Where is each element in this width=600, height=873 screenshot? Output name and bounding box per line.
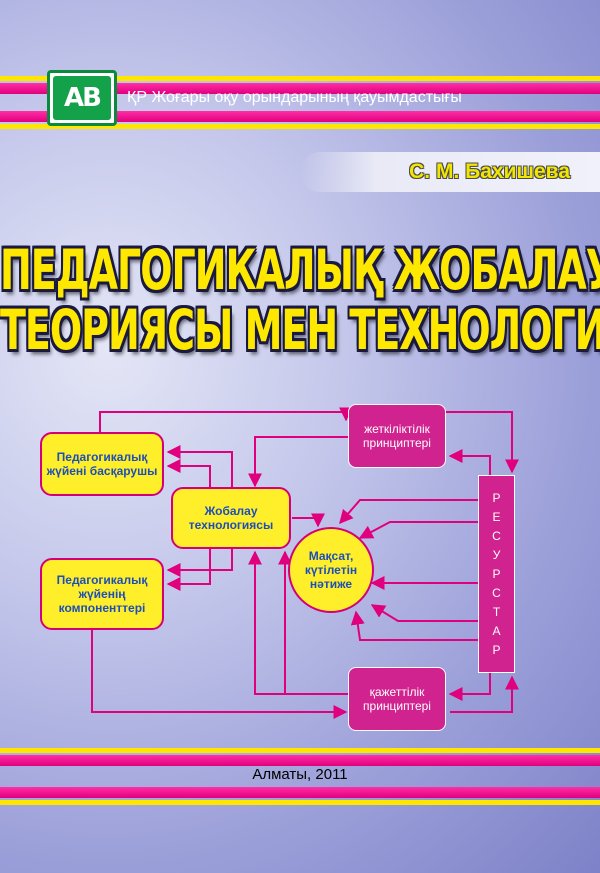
resources-letter: Е — [492, 509, 501, 524]
bottom-yellow-stripe-2 — [0, 800, 600, 805]
node-system-management: Педагогикалық жүйені басқарушы — [40, 432, 164, 496]
resources-letter: Р — [492, 566, 501, 581]
node-system-components: Педагогикалық жүйенің компоненттері — [40, 558, 164, 630]
bottom-pink-stripe-2 — [0, 787, 600, 798]
node-sufficiency-principles: жеткіліктілік принциптері — [348, 404, 446, 468]
top-yellow-stripe-2 — [0, 124, 600, 129]
bottom-pink-stripe — [0, 755, 600, 766]
resources-letter: У — [492, 547, 501, 562]
resources-letter: А — [492, 623, 501, 638]
node-design-technology: Жобалау технологиясы — [171, 487, 291, 549]
title-line-2: ТЕОРИЯСЫ МЕН ТЕХНОЛОГИЯСЫ — [0, 298, 600, 362]
resources-letter: С — [492, 585, 501, 600]
author-name: С. М. Бахишева — [409, 160, 570, 183]
top-pink-stripe-2 — [0, 111, 600, 122]
resources-letter: С — [492, 528, 501, 543]
top-pink-stripe — [0, 83, 600, 94]
node-resources: Р Е С У Р С Т А Р — [478, 475, 515, 673]
node-goal-result: Мақсат, күтілетін нәтиже — [288, 527, 374, 613]
publisher-logo: AB — [47, 70, 117, 126]
publisher-name: ҚР Жоғары оқу орындарының қауымдастығы — [127, 89, 462, 106]
top-yellow-stripe — [0, 76, 600, 81]
resources-letter: Р — [492, 642, 501, 657]
resources-letter: Р — [492, 490, 501, 505]
bottom-yellow-stripe — [0, 748, 600, 753]
city-year: Алматы, 2011 — [252, 766, 348, 783]
author-band — [300, 152, 600, 192]
node-necessity-principles: қажеттілік принциптері — [348, 667, 446, 731]
title-line-1: ПЕДАГОГИКАЛЫҚ ЖОБАЛАУ: — [0, 238, 600, 302]
logo-text: AB — [53, 76, 111, 120]
resources-letter: Т — [492, 604, 501, 619]
